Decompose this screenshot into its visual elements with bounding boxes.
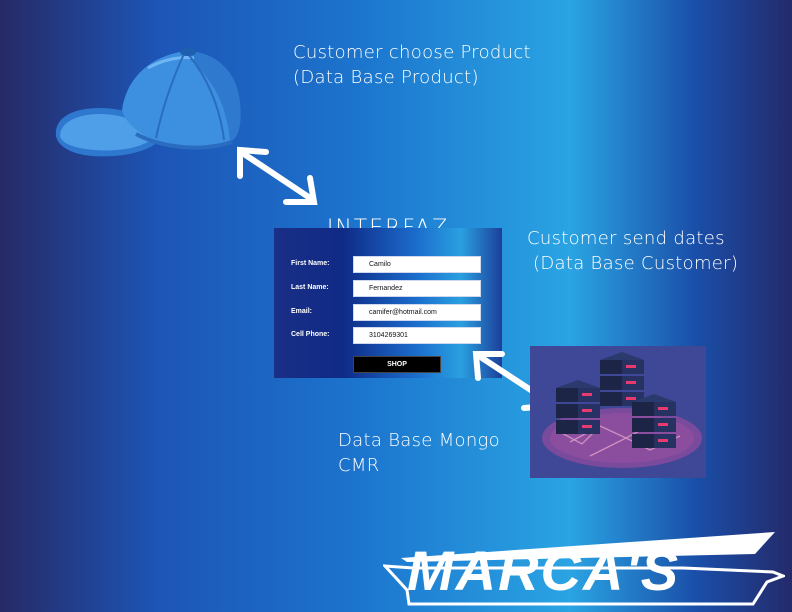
customer-annotation-line-2: (Data Base Customer) xyxy=(527,253,739,274)
brand-logo-text: MARCA'S xyxy=(407,539,681,602)
brand-logo: MARCA'S xyxy=(383,528,785,612)
cell-phone-field[interactable]: 3104269301 xyxy=(353,327,481,344)
form-row-first-name: First Name: Camilo xyxy=(291,256,502,276)
product-annotation-line-2: (Data Base Product) xyxy=(293,67,479,88)
interface-form-panel: First Name: Camilo Last Name: Fernandez … xyxy=(274,228,502,378)
last-name-field[interactable]: Fernandez xyxy=(353,280,481,297)
product-annotation: Customer choose Product (Data Base Produ… xyxy=(293,40,531,90)
baseball-cap-icon xyxy=(55,48,241,157)
first-name-field[interactable]: Camilo xyxy=(353,256,481,273)
cap-interface-arrow xyxy=(237,146,318,205)
cell-phone-label: Cell Phone: xyxy=(291,331,330,338)
email-field[interactable]: camifer@hotmail.com xyxy=(353,304,481,321)
product-annotation-line-1: Customer choose Product xyxy=(293,42,531,63)
brand-logo-frame xyxy=(383,532,785,606)
form-row-email: Email: camifer@hotmail.com xyxy=(291,304,502,324)
form-row-last-name: Last Name: Fernandez xyxy=(291,280,502,300)
mongo-annotation-line-2: CMR xyxy=(338,455,380,476)
customer-annotation-line-1: Customer send dates xyxy=(527,228,725,249)
email-label: Email: xyxy=(291,308,313,315)
first-name-label: First Name: xyxy=(291,260,330,267)
last-name-label: Last Name: xyxy=(291,284,329,291)
server-racks-icon xyxy=(542,352,702,468)
mongo-annotation-line-1: Data Base Mongo xyxy=(338,430,500,451)
customer-annotation: Customer send dates (Data Base Customer) xyxy=(527,226,738,276)
mongo-annotation: Data Base Mongo CMR xyxy=(338,428,500,478)
database-illustration xyxy=(530,346,706,478)
form-row-cell-phone: Cell Phone: 3104269301 xyxy=(291,327,502,347)
shop-button[interactable]: SHOP xyxy=(353,356,441,373)
